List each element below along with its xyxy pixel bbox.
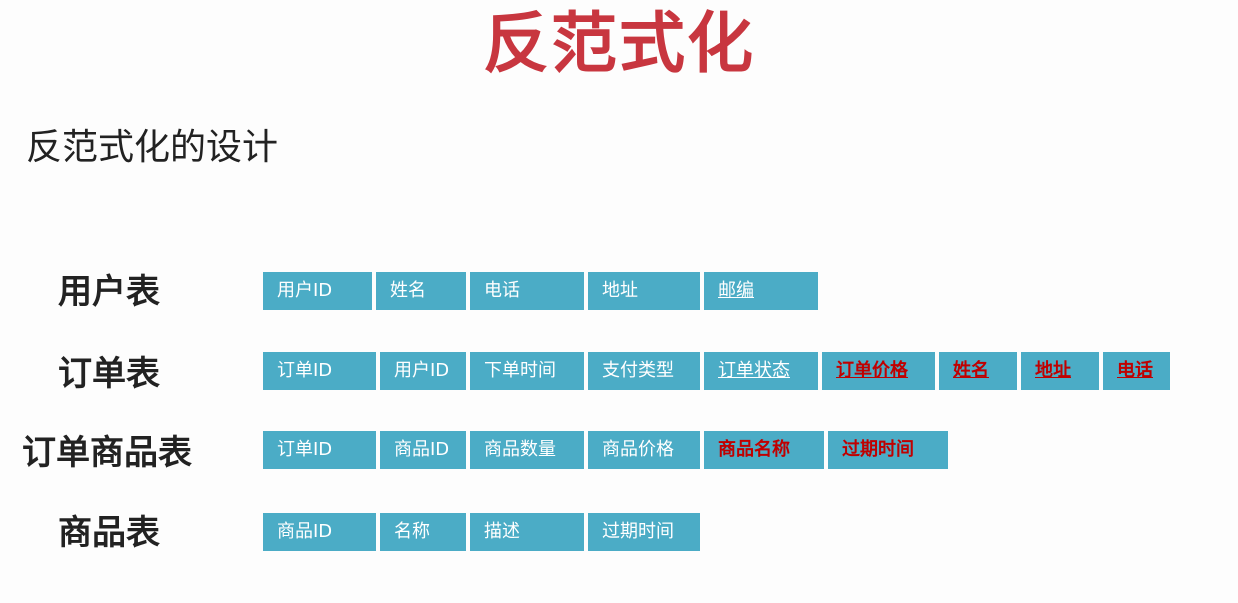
field-cell: 支付类型: [588, 352, 700, 390]
field-cell: 用户ID: [380, 352, 466, 390]
table-label-order-items: 订单商品表: [22, 433, 192, 473]
field-cell: 邮编: [704, 272, 818, 310]
field-cell: 电话: [470, 272, 584, 310]
field-cell-denormalized: 地址: [1021, 352, 1099, 390]
field-cell: 商品数量: [470, 431, 584, 469]
field-cell-denormalized: 订单价格: [822, 352, 935, 390]
field-cell: 订单ID: [263, 352, 376, 390]
field-cell: 姓名: [376, 272, 466, 310]
field-cell-denormalized: 电话: [1103, 352, 1170, 390]
table-label-products: 商品表: [58, 513, 160, 553]
field-cell: 商品价格: [588, 431, 700, 469]
table-label-orders: 订单表: [58, 354, 160, 394]
field-cell-denormalized: 商品名称: [704, 431, 824, 469]
slide-title: 反范式化: [483, 5, 755, 82]
field-cell: 商品ID: [380, 431, 466, 469]
field-cell: 商品ID: [263, 513, 376, 551]
table-label-users: 用户表: [58, 272, 160, 312]
slide-subtitle: 反范式化的设计: [26, 127, 279, 168]
field-cell: 订单ID: [263, 431, 376, 469]
field-cell: 名称: [380, 513, 466, 551]
field-cell: 描述: [470, 513, 584, 551]
field-cell-denormalized: 过期时间: [828, 431, 948, 469]
field-cell: 地址: [588, 272, 700, 310]
field-cell: 订单状态: [704, 352, 818, 390]
field-cell: 下单时间: [470, 352, 584, 390]
field-cell-denormalized: 姓名: [939, 352, 1017, 390]
field-cell: 用户ID: [263, 272, 372, 310]
field-cell: 过期时间: [588, 513, 700, 551]
